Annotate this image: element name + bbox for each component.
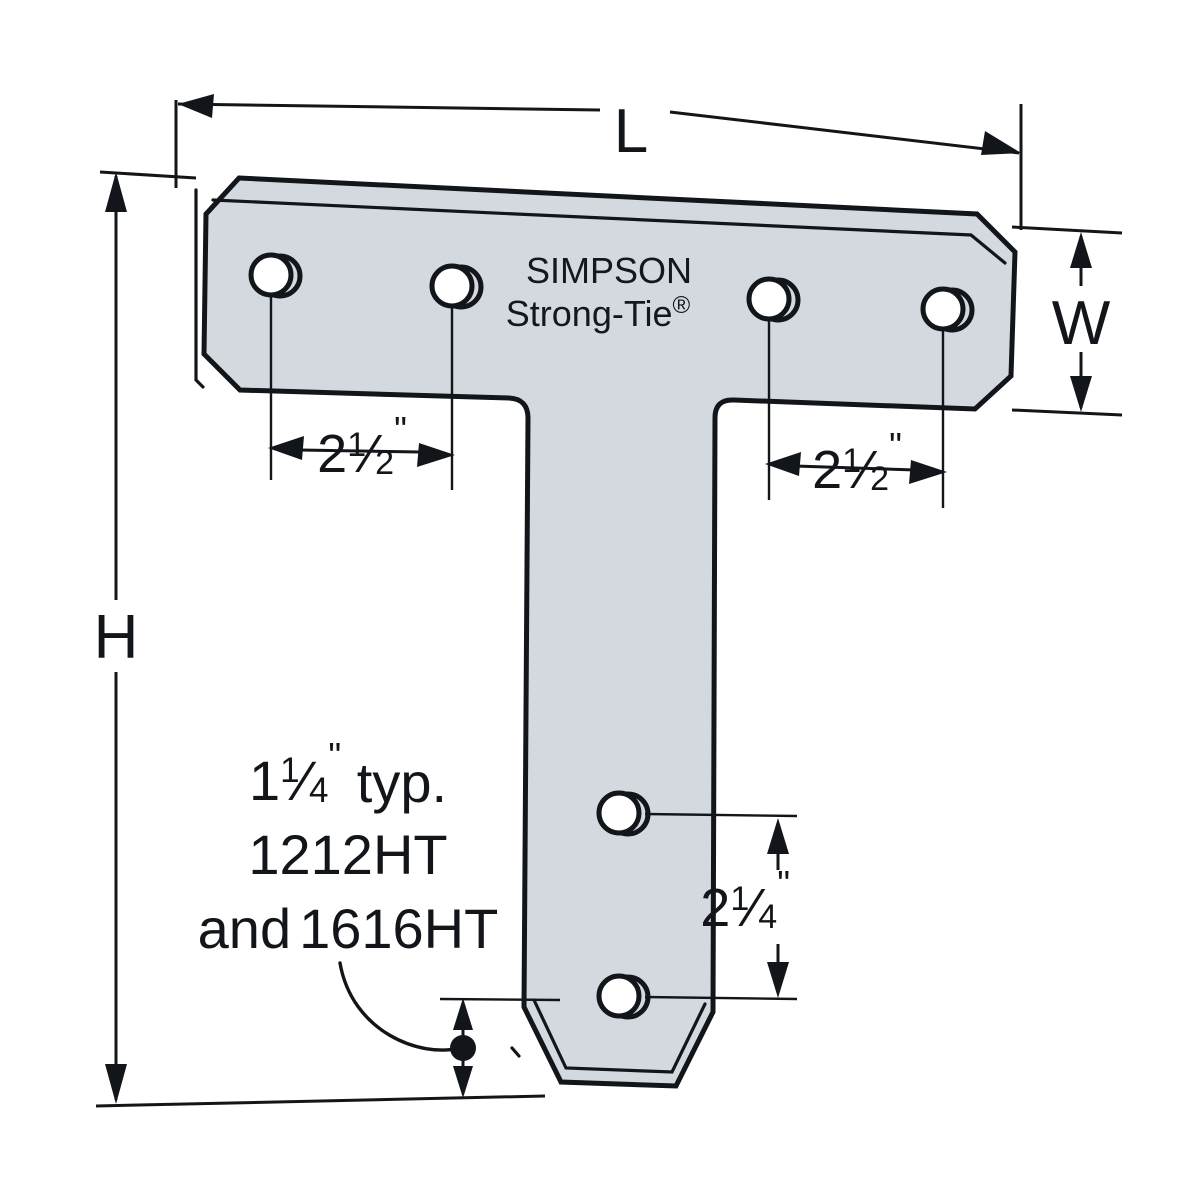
ext-line-bottom-W bbox=[1011, 408, 1123, 417]
hole-top-2 bbox=[429, 263, 484, 310]
dimension-overall-height: H bbox=[94, 170, 546, 1108]
t-plate-body bbox=[194, 175, 1018, 1089]
arrowhead-spacing-right-start bbox=[765, 452, 801, 476]
dimension-bottom-edge-distance bbox=[439, 997, 561, 1098]
spacing-left-numerator: 1 bbox=[347, 426, 366, 464]
hole-top-3 bbox=[746, 276, 801, 323]
arrowhead-H-bottom bbox=[105, 1064, 127, 1104]
brand-strongtie-word: Strong-Tie bbox=[506, 293, 673, 334]
callout-model-1616ht: 1616HT bbox=[299, 897, 498, 960]
dimension-flange-width: W bbox=[1011, 225, 1123, 417]
plate-depth-edge-left bbox=[194, 188, 205, 389]
plate-depth-edge-bottom bbox=[510, 1046, 521, 1058]
spacing-left-denominator: 2 bbox=[375, 444, 394, 482]
leader-stem-hole-upper bbox=[644, 812, 798, 818]
spacing-right-whole: 2 bbox=[812, 440, 842, 500]
arrowhead-L-right bbox=[981, 131, 1021, 155]
spacing-right-numerator: 1 bbox=[842, 442, 861, 480]
spacing-right-denominator: 2 bbox=[870, 460, 889, 498]
callout-suffix: typ. bbox=[341, 751, 447, 814]
callout-unit: " bbox=[328, 735, 341, 776]
arrowhead-stem-top bbox=[767, 818, 789, 854]
dimension-label-L: L bbox=[614, 97, 648, 166]
arrowhead-stem-bottom bbox=[767, 962, 789, 998]
hole-group-top-flange bbox=[248, 252, 975, 333]
dim-line-L-right bbox=[669, 110, 1020, 155]
hole-top-4 bbox=[920, 286, 975, 333]
hole-stem-lower bbox=[596, 973, 651, 1020]
ext-line-edge-dist-top bbox=[439, 997, 561, 1002]
plate-outline bbox=[201, 175, 1018, 1089]
dim-line-L-left bbox=[177, 102, 601, 112]
ext-line-top-W bbox=[1011, 225, 1123, 235]
arrowhead-edge-dist-bottom bbox=[453, 1066, 473, 1098]
ext-line-top-H bbox=[99, 170, 197, 180]
brand-line-simpson: SIMPSON bbox=[526, 250, 692, 291]
callout-leader-dot bbox=[450, 1035, 476, 1061]
arrowhead-spacing-right-end bbox=[909, 460, 947, 484]
plate-inner-contour-top bbox=[211, 198, 1007, 265]
callout-line-1: 11⁄4" typ. bbox=[249, 735, 447, 814]
hole-top-1 bbox=[248, 252, 303, 299]
stem-spacing-denominator: 4 bbox=[758, 898, 777, 936]
ext-line-bottom-H bbox=[95, 1094, 546, 1108]
brand-logo: SIMPSON Strong-Tie® bbox=[506, 250, 692, 334]
arrowhead-spacing-left-end bbox=[417, 443, 455, 467]
callout-leader-curve bbox=[338, 961, 462, 1052]
spacing-left-unit: " bbox=[394, 409, 407, 450]
callout-denominator: 4 bbox=[309, 771, 328, 810]
dim-line-spacing-right bbox=[794, 464, 916, 472]
dimension-label-W: W bbox=[1052, 289, 1111, 358]
dimension-hole-spacing-right: 21⁄2" bbox=[765, 321, 947, 508]
arrowhead-L-left bbox=[178, 94, 214, 118]
arrowhead-edge-dist-top bbox=[453, 998, 473, 1030]
hole-group-stem bbox=[596, 790, 651, 1020]
dim-line-spacing-left bbox=[299, 448, 421, 454]
brand-line-strongtie: Strong-Tie® bbox=[506, 292, 691, 335]
arrowhead-H-top bbox=[105, 172, 127, 212]
dimension-text-spacing-left: 21⁄2" bbox=[317, 409, 407, 484]
arrowhead-spacing-left-start bbox=[268, 436, 304, 460]
callout-and-word: and bbox=[198, 897, 291, 960]
stem-spacing-numerator: 1 bbox=[730, 880, 749, 918]
leader-stem-hole-lower bbox=[644, 995, 798, 1001]
plate-inner-contour-bottom bbox=[532, 998, 707, 1074]
callout-numerator: 1 bbox=[280, 751, 299, 790]
callout-line-2-model: 1212HT bbox=[248, 823, 447, 886]
hole-stem-upper bbox=[596, 790, 651, 837]
registered-trademark-icon: ® bbox=[673, 292, 691, 319]
dimension-text-spacing-right: 21⁄2" bbox=[812, 425, 902, 500]
dimension-overall-length: L bbox=[174, 94, 1023, 230]
spacing-right-unit: " bbox=[889, 425, 902, 466]
stem-spacing-unit: " bbox=[777, 863, 790, 904]
spacing-left-whole: 2 bbox=[317, 424, 347, 484]
callout-whole: 1 bbox=[249, 749, 280, 812]
arrowhead-W-top bbox=[1070, 232, 1092, 268]
stem-spacing-whole: 2 bbox=[700, 878, 730, 938]
arrowhead-W-bottom bbox=[1070, 376, 1092, 412]
dimension-label-H: H bbox=[94, 603, 139, 672]
